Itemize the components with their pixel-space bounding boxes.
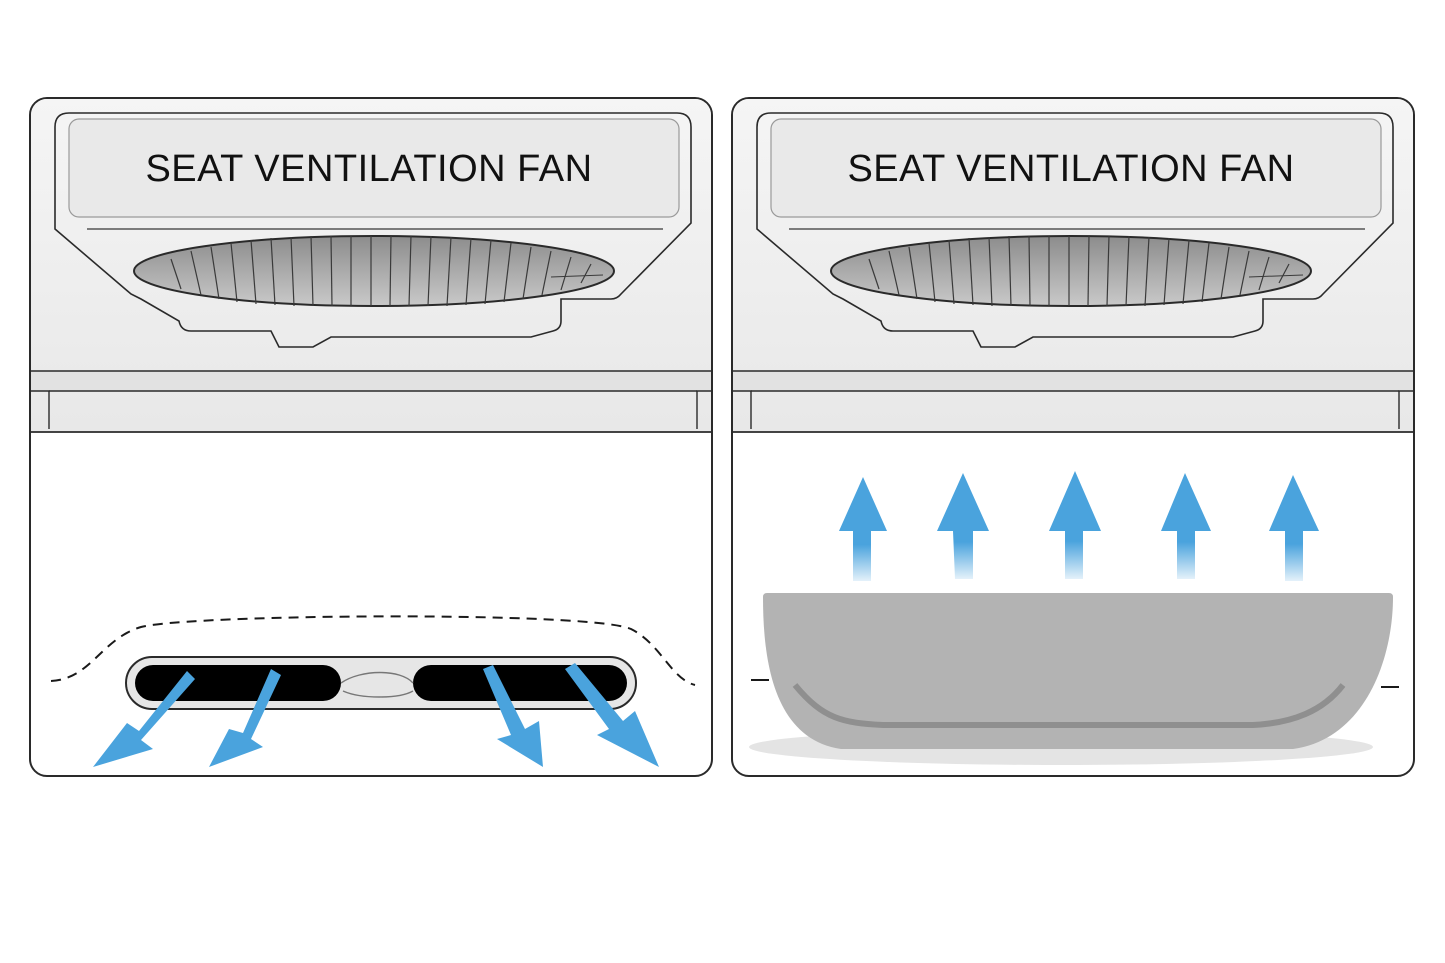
- airflow-arrow-icon: [565, 663, 659, 767]
- seat-cushion-icon: [763, 593, 1393, 749]
- airflow-arrow-icon: [483, 665, 543, 767]
- right-panel-illustration: [733, 99, 1413, 765]
- airflow-arrows-up: [839, 471, 1319, 581]
- fan-grille-icon: [133, 235, 615, 307]
- airflow-arrow-icon: [937, 473, 989, 579]
- panel-left: SEAT VENTILATION FAN: [29, 97, 713, 777]
- seat-surface-line: [50, 615, 696, 686]
- fan-grille-icon: [830, 235, 1312, 307]
- panel-right: SEAT VENTILATION FAN: [731, 97, 1415, 777]
- vent-slot-icon: [125, 656, 637, 710]
- airflow-arrow-icon: [1269, 475, 1319, 581]
- airflow-arrow-icon: [1049, 471, 1101, 579]
- airflow-arrow-icon: [1161, 473, 1211, 579]
- panel-title: SEAT VENTILATION FAN: [145, 147, 593, 190]
- panel-title: SEAT VENTILATION FAN: [847, 147, 1295, 190]
- airflow-arrow-icon: [93, 671, 195, 767]
- airflow-arrow-icon: [839, 477, 887, 581]
- airflow-arrows-down: [93, 663, 659, 767]
- left-panel-illustration: [31, 99, 711, 767]
- airflow-arrow-icon: [209, 669, 281, 767]
